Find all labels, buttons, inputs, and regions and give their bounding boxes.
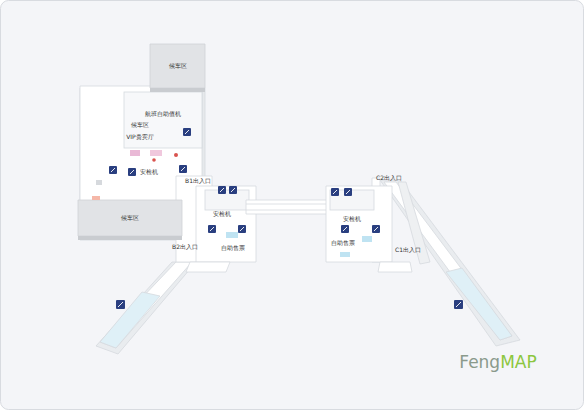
- watermark-part: Feng: [459, 352, 500, 372]
- area-name: 候车区: [121, 215, 139, 221]
- map-label: 候车区: [131, 122, 149, 128]
- map-label: B1出入口: [185, 178, 211, 184]
- map-label: C1出入口: [395, 247, 421, 253]
- area-name: 候车区: [169, 63, 187, 69]
- map-label: VIP贵宾厅: [126, 134, 154, 140]
- map-label: 自助售票: [221, 245, 245, 251]
- watermark: FengMAP: [459, 354, 536, 371]
- map-label: B2出入口: [172, 244, 198, 250]
- waiting-area-block: 候车区: [78, 200, 182, 236]
- map-label: 安检机: [343, 216, 361, 222]
- map-label: 安检机: [140, 169, 158, 175]
- watermark-part: MAP: [500, 352, 537, 372]
- waiting-area-block: 候车区: [150, 44, 205, 88]
- map-label: C2出入口: [376, 175, 402, 181]
- map-label: 航班自助值机: [145, 111, 181, 117]
- map-label: 安检机: [213, 211, 231, 217]
- map-label: 自助售票: [331, 240, 355, 246]
